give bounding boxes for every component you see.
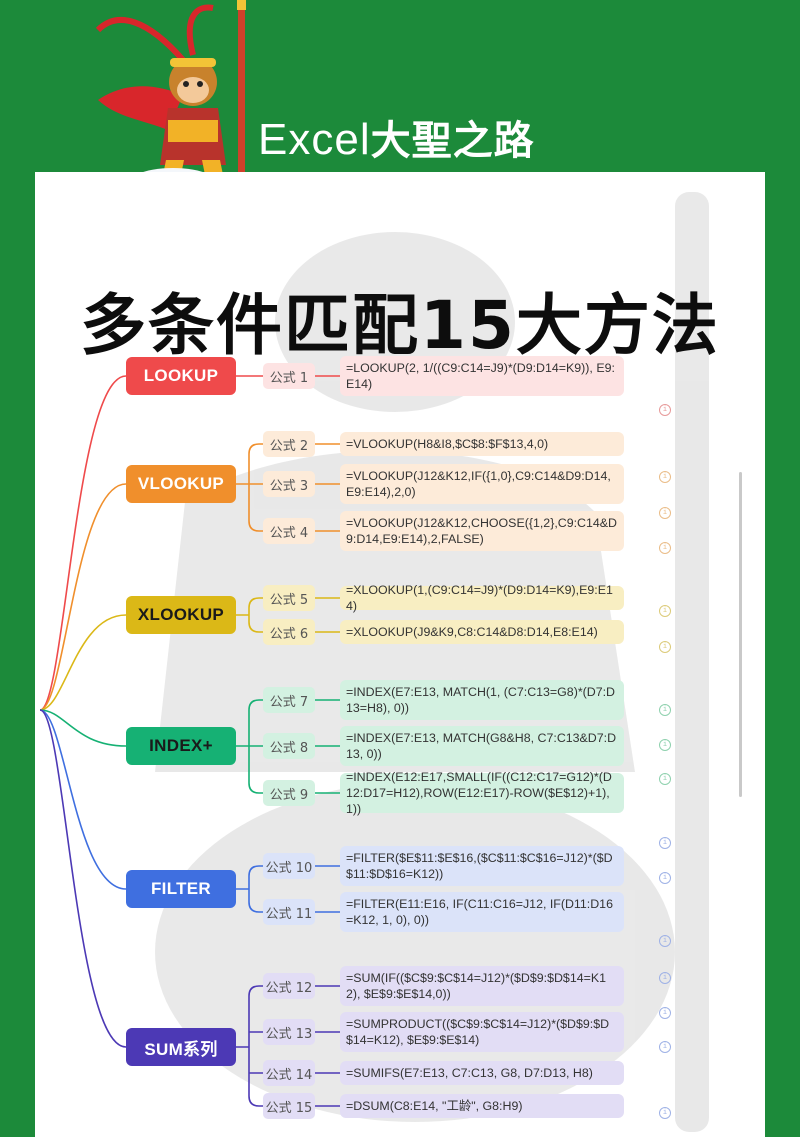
info-icon: i	[659, 542, 671, 554]
info-icon: i	[659, 935, 671, 947]
info-icon: i	[659, 704, 671, 716]
brand-title: Excel大聖之路	[258, 108, 535, 166]
category-vlookup: VLOOKUP	[126, 465, 236, 503]
info-icon: i	[659, 1107, 671, 1119]
formula-box: =XLOOKUP(1,(C9:C14=J9)*(D9:D14=K9),E9:E1…	[340, 583, 624, 613]
formula-label: 公式 15	[263, 1093, 315, 1119]
category-index: INDEX+	[126, 727, 236, 765]
info-icon: i	[659, 1041, 671, 1053]
formula-box: =LOOKUP(2, 1/((C9:C14=J9)*(D9:D14=K9)), …	[340, 356, 624, 396]
info-icon: i	[659, 972, 671, 984]
category-xlookup: XLOOKUP	[126, 596, 236, 634]
formula-label: 公式 13	[263, 1019, 315, 1045]
info-icon: i	[659, 1007, 671, 1019]
formula-label: 公式 11	[263, 899, 315, 925]
formula-box: =SUMPRODUCT(($C$9:$C$14=J12)*($D$9:$D$14…	[340, 1012, 624, 1052]
formula-label: 公式 14	[263, 1060, 315, 1086]
mindmap-connectors	[39, 375, 340, 1107]
info-icon: i	[659, 641, 671, 653]
info-icon: i	[659, 471, 671, 483]
info-icon: i	[659, 773, 671, 785]
formula-box: =INDEX(E12:E17,SMALL(IF((C12:C17=G12)*(D…	[340, 770, 624, 816]
formula-box: =INDEX(E7:E13, MATCH(1, (C7:C13=G8)*(D7:…	[340, 680, 624, 720]
formula-label: 公式 12	[263, 973, 315, 999]
category-lookup: LOOKUP	[126, 357, 236, 395]
formula-label: 公式 6	[263, 619, 315, 645]
brand-cn: 大聖之路	[370, 118, 535, 164]
formula-box: =FILTER(E11:E16, IF(C11:C16=J12, IF(D11:…	[340, 892, 624, 932]
info-icon: i	[659, 404, 671, 416]
formula-label: 公式 3	[263, 471, 315, 497]
brand-prefix: Excel	[258, 115, 371, 164]
formula-box: =VLOOKUP(H8&I8,$C$8:$F$13,4,0)	[340, 432, 624, 456]
formula-label: 公式 1	[263, 363, 315, 389]
header: Excel大聖之路	[0, 0, 800, 232]
formula-label: 公式 10	[263, 853, 315, 879]
category-filter: FILTER	[126, 870, 236, 908]
page-title: 多条件匹配15大方法	[80, 287, 720, 364]
formula-box: =INDEX(E7:E13, MATCH(G8&H8, C7:C13&D7:D1…	[340, 726, 624, 766]
info-icon: i	[659, 739, 671, 751]
formula-box: =SUM(IF(($C$9:$C$14=J12)*($D$9:$D$14=K12…	[340, 966, 624, 1006]
info-icon: i	[659, 872, 671, 884]
formula-label: 公式 8	[263, 733, 315, 759]
info-icon: i	[659, 507, 671, 519]
formula-box: =SUMIFS(E7:E13, C7:C13, G8, D7:D13, H8)	[340, 1061, 624, 1085]
formula-label: 公式 4	[263, 518, 315, 544]
info-icon: i	[659, 837, 671, 849]
formula-label: 公式 5	[263, 585, 315, 611]
formula-box: =DSUM(C8:E14, "工龄", G8:H9)	[340, 1094, 624, 1118]
formula-box: =XLOOKUP(J9&K9,C8:C14&D8:D14,E8:E14)	[340, 620, 624, 644]
formula-label: 公式 9	[263, 780, 315, 806]
formula-label: 公式 7	[263, 687, 315, 713]
scrollbar[interactable]	[739, 472, 742, 797]
formula-label: 公式 2	[263, 431, 315, 457]
category-sum: SUM系列	[126, 1028, 236, 1066]
formula-box: =FILTER($E$11:$E$16,($C$11:$C$16=J12)*($…	[340, 846, 624, 886]
info-icon: i	[659, 605, 671, 617]
formula-box: =VLOOKUP(J12&K12,CHOOSE({1,2},C9:C14&D9:…	[340, 511, 624, 551]
content-panel: 多条件匹配15大方法	[35, 172, 765, 1137]
formula-box: =VLOOKUP(J12&K12,IF({1,0},C9:C14&D9:D14,…	[340, 464, 624, 504]
